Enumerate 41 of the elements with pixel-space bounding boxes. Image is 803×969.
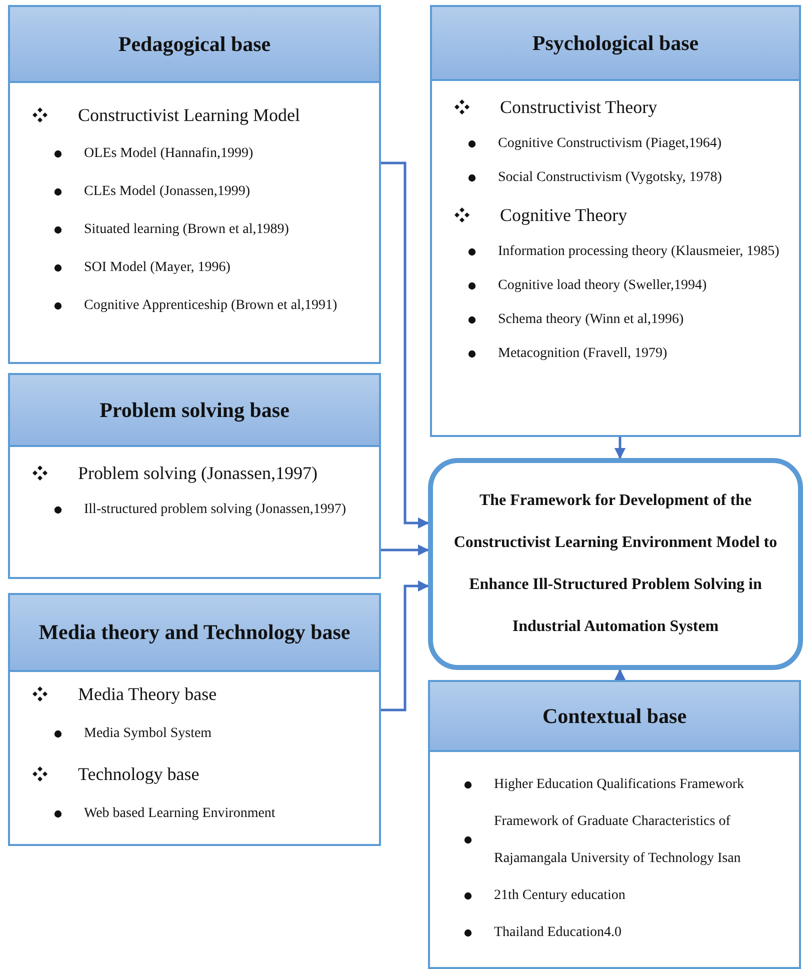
section-panel — [8, 593, 381, 846]
list-heading: Cognitive Theory — [500, 204, 628, 227]
list-item: Higher Education Qualifications Framework — [494, 776, 744, 794]
list-item: Cognitive Constructivism (Piaget,1964) — [498, 135, 722, 153]
list-item: Cognitive load theory (Sweller,1994) — [498, 277, 707, 295]
list-heading: Constructivist Theory — [500, 96, 658, 119]
section-panel — [8, 373, 381, 579]
list-heading: Technology base — [78, 763, 200, 786]
list-item: Situated learning (Brown et al,1989) — [84, 221, 289, 239]
list-item: Cognitive Apprenticeship (Brown et al,1991) — [84, 297, 338, 315]
list-item: 21th Century education — [494, 887, 626, 905]
arrow — [614, 437, 626, 460]
list-item: Media Symbol System — [84, 725, 212, 743]
list-item: Ill-structured problem solving (Jonassen,1997) — [84, 501, 346, 519]
section-panel — [8, 5, 381, 364]
arrow — [381, 162, 430, 529]
section-panel — [428, 680, 801, 969]
section-heading: Pedagogical base — [10, 7, 379, 83]
list-item: Thailand Education4.0 — [494, 924, 622, 942]
arrow — [381, 544, 430, 556]
section-heading: Media theory and Technology base — [10, 595, 379, 672]
list-item: Metacognition (Fravell, 1979) — [498, 345, 668, 363]
list-heading: Constructivist Learning Model — [78, 104, 300, 127]
list-item: Web based Learning Environment — [84, 805, 276, 823]
list-heading: Media Theory base — [78, 683, 217, 706]
list-item: SOI Model (Mayer, 1996) — [84, 259, 230, 277]
list-item: OLEs Model (Hannafin,1999) — [84, 145, 254, 163]
list-item: Schema theory (Winn et al,1996) — [498, 311, 684, 329]
section-panel — [430, 5, 801, 437]
list-item: Framework of Graduate Characteristics of Rajamangala University of Technology Isan — [494, 813, 742, 868]
framework-box — [428, 458, 803, 670]
section-heading: Problem solving base — [10, 375, 379, 447]
arrow — [381, 580, 430, 712]
list-item: Information processing theory (Klausmeier, 1985) — [498, 243, 780, 261]
list-item: CLEs Model (Jonassen,1999) — [84, 183, 250, 201]
list-heading: Problem solving (Jonassen,1997) — [78, 462, 318, 485]
section-heading: Psychological base — [432, 7, 799, 81]
list-item: Social Constructivism (Vygotsky, 1978) — [498, 169, 722, 187]
framework-title: The Framework for Development of the Constructivist Learning Environment Model to Enhance Ill-Structured Problem Solving in Industrial Automation System — [452, 491, 778, 637]
arrow — [614, 668, 626, 680]
section-heading: Contextual base — [430, 682, 799, 752]
